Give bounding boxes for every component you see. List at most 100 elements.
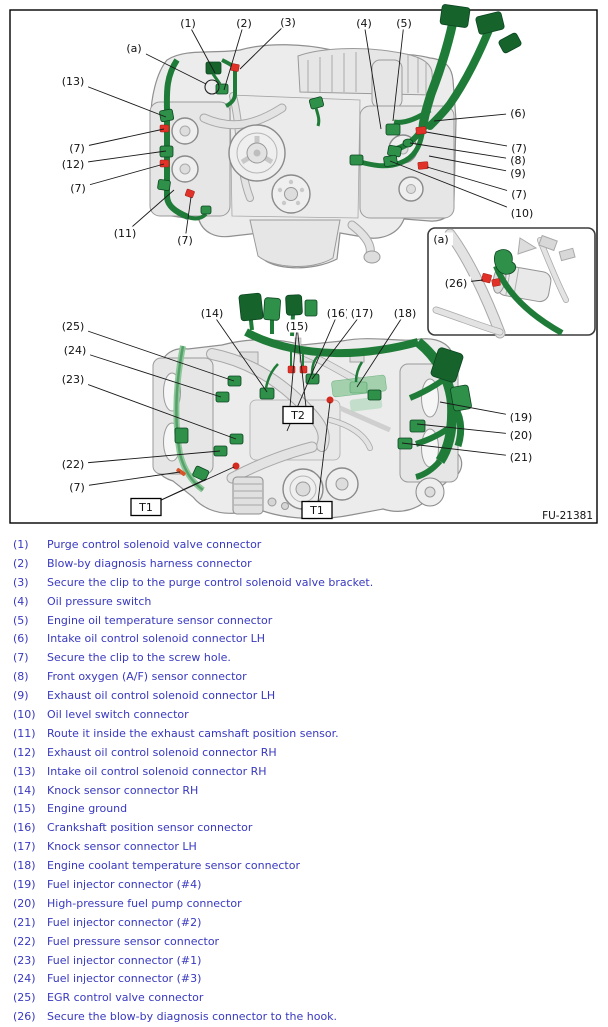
a-detail-circle bbox=[204, 79, 220, 95]
legend-item-number: (23) bbox=[13, 953, 36, 967]
callout-label-mask bbox=[505, 410, 537, 424]
legend-item-text: Secure the clip to the purge control sol… bbox=[47, 575, 374, 589]
legend-item-number: (17) bbox=[13, 840, 36, 854]
legend-item: (21)Fuel injector connector (#2) bbox=[0, 913, 608, 932]
callout-label-mask bbox=[173, 233, 197, 247]
callout-label-mask bbox=[57, 74, 89, 88]
callout-label-mask bbox=[429, 232, 453, 246]
legend-item-number: (20) bbox=[13, 896, 36, 910]
legend-item: (15)Engine ground bbox=[0, 799, 608, 818]
callout-label: (2) bbox=[236, 17, 252, 30]
legend-item-number: (7) bbox=[13, 651, 29, 665]
legend-item: (2)Blow-by diagnosis harness connector bbox=[0, 554, 608, 573]
legend-item: (5)Engine oil temperature sensor connect… bbox=[0, 611, 608, 630]
callout-label: (8) bbox=[510, 154, 526, 167]
leader-line bbox=[72, 450, 221, 465]
callout-label: (17) bbox=[351, 307, 374, 320]
legend-item: (17)Knock sensor connector LH bbox=[0, 837, 608, 856]
callout-label-mask bbox=[59, 343, 91, 357]
callout-label: (4) bbox=[356, 17, 372, 30]
leader-line bbox=[187, 22, 216, 74]
legend-item: (3) Secure the clip to the purge control … bbox=[0, 573, 608, 592]
leader-line bbox=[223, 22, 245, 91]
leader-line bbox=[72, 80, 167, 118]
callout-label-mask bbox=[109, 226, 141, 240]
figure-svg: (a) (26) bbox=[9, 4, 598, 524]
legend-item-text: Route it inside the exhaust camshaft pos… bbox=[47, 726, 339, 740]
leader-line bbox=[239, 21, 289, 70]
callout-label: (24) bbox=[64, 344, 87, 357]
legend-item-text: High-pressure fuel pump connector bbox=[47, 896, 242, 910]
callout-label: (7) bbox=[70, 182, 86, 195]
callout-label: T2 bbox=[290, 409, 305, 422]
callout-label: (26) bbox=[445, 277, 468, 290]
legend-item-text: EGR control valve connector bbox=[47, 991, 204, 1005]
leader-line bbox=[416, 423, 522, 436]
callout-label: (a) bbox=[126, 42, 141, 55]
legend-item: (8)Front oxygen (A/F) sensor connector bbox=[0, 667, 608, 686]
legend-item-number: (26) bbox=[13, 1010, 36, 1024]
leader-line bbox=[76, 128, 165, 149]
callout-label: (25) bbox=[62, 320, 85, 333]
callout-label-mask bbox=[176, 16, 200, 30]
leader-line bbox=[77, 163, 165, 189]
callout-label: (7) bbox=[69, 142, 85, 155]
legend-item-number: (12) bbox=[13, 745, 36, 759]
callout-label-mask bbox=[506, 153, 530, 167]
leader-line bbox=[133, 47, 207, 85]
callout-label: (14) bbox=[201, 307, 224, 320]
leader-line bbox=[74, 349, 222, 398]
legend-item: (23) Fuel injector connector (#1) bbox=[0, 951, 608, 970]
callout-label: (22) bbox=[62, 458, 85, 471]
callout-label: (20) bbox=[510, 429, 533, 442]
engine-harness-figure: (a) (26) bbox=[9, 4, 598, 524]
callout-label-mask bbox=[507, 187, 531, 201]
legend-item: (19)Fuel injector connector (#4) bbox=[0, 875, 608, 894]
callout-label: (21) bbox=[510, 451, 533, 464]
legend-item-text: Engine ground bbox=[47, 802, 128, 816]
legend-item-number: (4) bbox=[13, 594, 29, 608]
leader-line bbox=[389, 160, 523, 214]
legend-item-text: Oil pressure switch bbox=[47, 594, 152, 608]
callout-label-mask bbox=[505, 450, 537, 464]
callout-label: (6) bbox=[510, 107, 526, 120]
leader-line bbox=[72, 325, 235, 382]
leader-line bbox=[289, 325, 298, 408]
legend-item-number: (25) bbox=[13, 991, 36, 1005]
callout-label: (18) bbox=[394, 307, 417, 320]
callout-label-mask bbox=[352, 16, 376, 30]
callout-label-mask bbox=[281, 319, 313, 333]
top-clips bbox=[159, 63, 429, 199]
leader-line bbox=[428, 155, 519, 174]
top-view-callouts: (1)(2)(3)(4)(5)(a)(13)(7)(12)(7)(11)(7)(… bbox=[57, 15, 538, 247]
callout-label: (a) bbox=[433, 233, 448, 246]
callout-label-mask bbox=[506, 206, 538, 220]
leader-line bbox=[409, 142, 519, 161]
legend-item: (13)Intake oil control solenoid connecto… bbox=[0, 762, 608, 781]
callout-label: (15) bbox=[286, 320, 309, 333]
legend-item-text: Purge control solenoid valve connector bbox=[47, 537, 262, 551]
callout-label-mask bbox=[505, 428, 537, 442]
legend-item-text: Fuel injector connector (#1) bbox=[47, 953, 202, 967]
callout-label-mask bbox=[276, 15, 300, 29]
legend-item-text: Blow-by diagnosis harness connector bbox=[47, 556, 252, 570]
callout-label-mask bbox=[507, 141, 531, 155]
callout-label-mask bbox=[389, 306, 421, 320]
legend-item-text: Secure the clip to the screw hole. bbox=[47, 651, 231, 665]
legend-item-number: (21) bbox=[13, 915, 36, 929]
figure-border bbox=[9, 9, 598, 524]
leader-line bbox=[433, 112, 519, 122]
callout-label-mask bbox=[57, 372, 89, 386]
leader-line bbox=[426, 166, 520, 195]
legend-item-number: (3) bbox=[13, 575, 29, 589]
callout-label-mask bbox=[392, 16, 416, 30]
callout-box bbox=[282, 405, 314, 425]
bottom-view-callouts: (14)(15)(16)(17)(18)(25)(24)(23)(22)(7)(… bbox=[57, 306, 537, 520]
callout-label-mask bbox=[506, 106, 530, 120]
legend-item-text: Secure the blow-by diagnosis connector t… bbox=[47, 1010, 338, 1024]
legend-item-text: Intake oil control solenoid connector RH bbox=[47, 764, 267, 778]
callout-label-mask bbox=[232, 16, 256, 30]
legend-item-number: (22) bbox=[13, 934, 36, 948]
legend-item: (9)Exhaust oil control solenoid connecto… bbox=[0, 686, 608, 705]
